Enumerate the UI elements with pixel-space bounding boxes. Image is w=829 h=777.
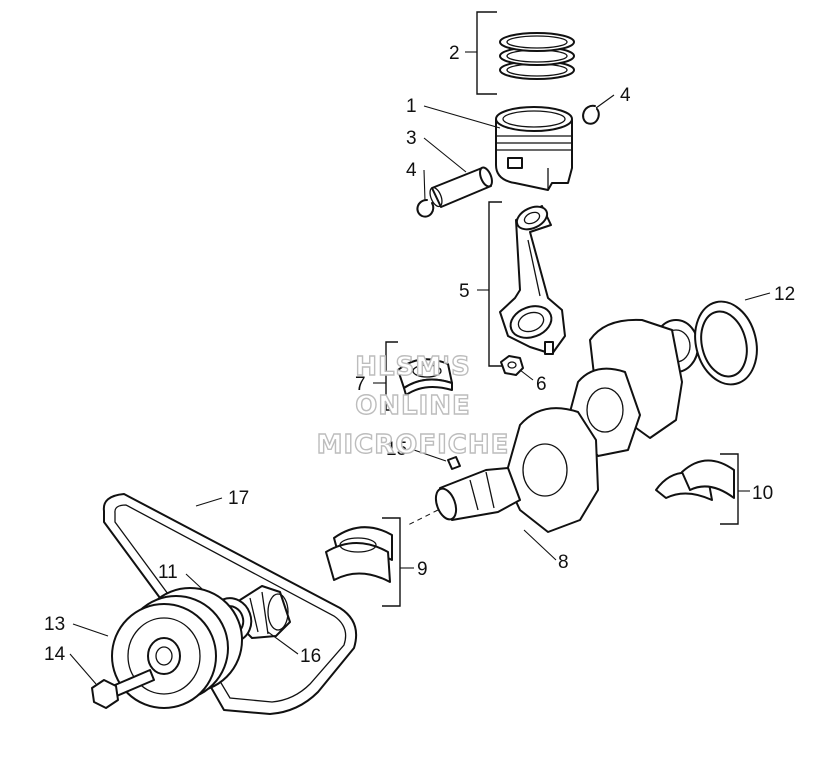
callout-14: 14 <box>44 644 66 665</box>
timing-gear[interactable] <box>239 585 291 639</box>
piston-ring-set[interactable] <box>499 32 575 80</box>
rod-nut[interactable] <box>500 355 524 376</box>
callout-17: 17 <box>228 488 249 509</box>
callout-12: 12 <box>774 284 795 305</box>
thrust-washers[interactable] <box>655 459 735 501</box>
callout-3: 3 <box>406 128 417 149</box>
crankshaft-oil-seal[interactable] <box>687 295 766 391</box>
crankshaft[interactable] <box>432 318 699 533</box>
callout-8: 8 <box>558 552 569 573</box>
rod-bearing[interactable] <box>397 358 453 396</box>
callout-5: 5 <box>459 281 470 302</box>
callout-11: 11 <box>158 562 178 583</box>
callout-15: 15 <box>386 439 407 460</box>
main-bearing[interactable] <box>325 526 393 583</box>
connecting-rod[interactable] <box>499 202 566 355</box>
watermark-line-1: HLSM'S <box>355 352 471 382</box>
callout-1: 1 <box>406 96 417 117</box>
callout-16: 16 <box>300 646 321 667</box>
callout-6: 6 <box>536 374 547 395</box>
watermark-line-3: MICROFICHE <box>317 430 510 460</box>
piston[interactable] <box>495 106 573 191</box>
circlip-right[interactable] <box>582 104 600 125</box>
callout-9: 9 <box>417 559 428 580</box>
callout-13: 13 <box>44 614 65 635</box>
pulley-bolt[interactable] <box>91 669 155 709</box>
woodruff-key[interactable] <box>447 456 461 470</box>
watermark-line-2: ONLINE <box>355 391 471 421</box>
callout-10: 10 <box>752 483 773 504</box>
circlip-left[interactable] <box>416 199 435 218</box>
callout-2: 2 <box>449 43 460 64</box>
callout-4-left: 4 <box>406 160 417 181</box>
piston-pin[interactable] <box>428 166 495 208</box>
callout-7: 7 <box>355 374 366 395</box>
callout-4-right: 4 <box>620 85 631 106</box>
